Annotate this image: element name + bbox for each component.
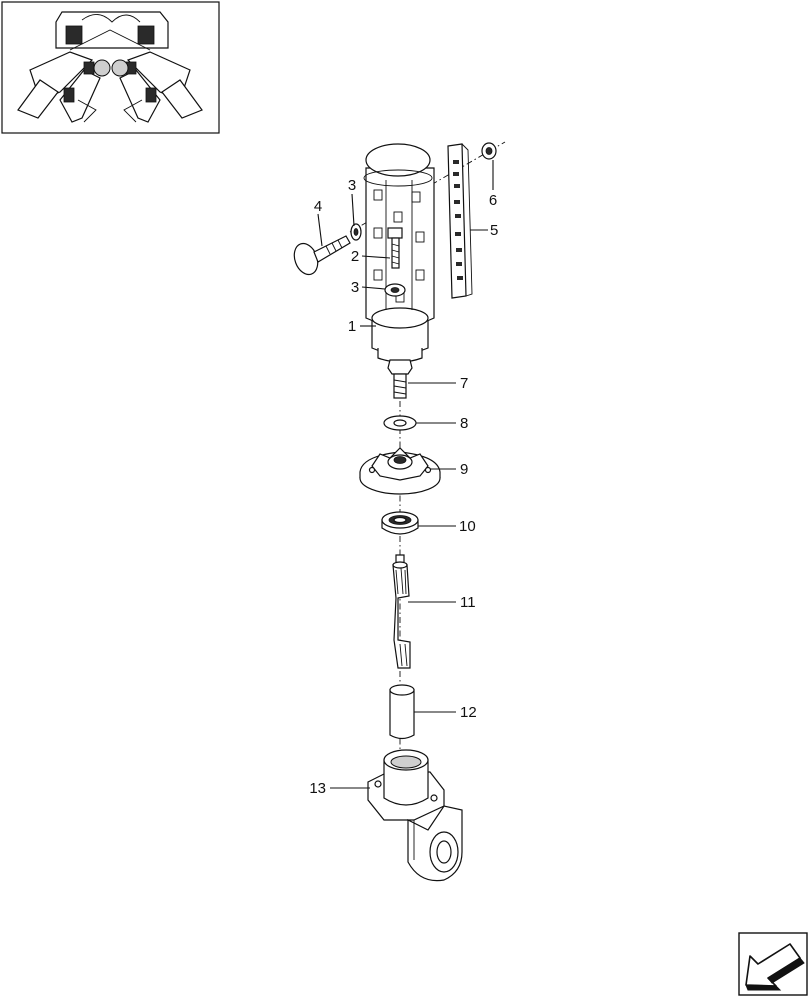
label-part-10: 10 bbox=[459, 518, 476, 535]
part-9-sprocket-hub bbox=[359, 447, 441, 495]
part-3-washer-upper bbox=[350, 223, 362, 241]
part-6-nut bbox=[481, 142, 497, 160]
machine-thumbnail bbox=[1, 1, 220, 134]
part-12-sleeve bbox=[389, 684, 415, 740]
part-13-housing bbox=[367, 749, 463, 882]
label-part-6: 6 bbox=[489, 192, 497, 209]
label-part-4: 4 bbox=[314, 198, 322, 215]
label-part-8: 8 bbox=[460, 415, 468, 432]
part-5-perforated-bar bbox=[447, 143, 473, 299]
label-part-1: 1 bbox=[348, 318, 356, 335]
part-3-washer-lower bbox=[384, 283, 406, 297]
label-part-3-upper: 3 bbox=[348, 177, 356, 194]
leader-lines bbox=[317, 160, 494, 789]
part-labels: 3 4 2 3 1 5 6 7 8 9 10 11 12 13 bbox=[309, 177, 498, 797]
label-part-12: 12 bbox=[460, 704, 477, 721]
part-11-splined-shaft bbox=[392, 554, 411, 669]
part-4-carriage-bolt bbox=[293, 235, 351, 276]
next-page-arrow-icon[interactable] bbox=[738, 932, 808, 996]
label-part-9: 9 bbox=[460, 461, 468, 478]
label-part-5: 5 bbox=[490, 222, 498, 239]
label-part-2: 2 bbox=[351, 248, 359, 265]
label-part-3-lower: 3 bbox=[351, 279, 359, 296]
label-part-7: 7 bbox=[460, 375, 468, 392]
label-part-11: 11 bbox=[460, 594, 476, 611]
label-part-13: 13 bbox=[309, 780, 326, 797]
part-10-bearing bbox=[381, 511, 419, 535]
part-2-bolt bbox=[387, 227, 403, 269]
part-8-washer bbox=[383, 415, 417, 431]
part-7-bolt bbox=[387, 359, 413, 399]
